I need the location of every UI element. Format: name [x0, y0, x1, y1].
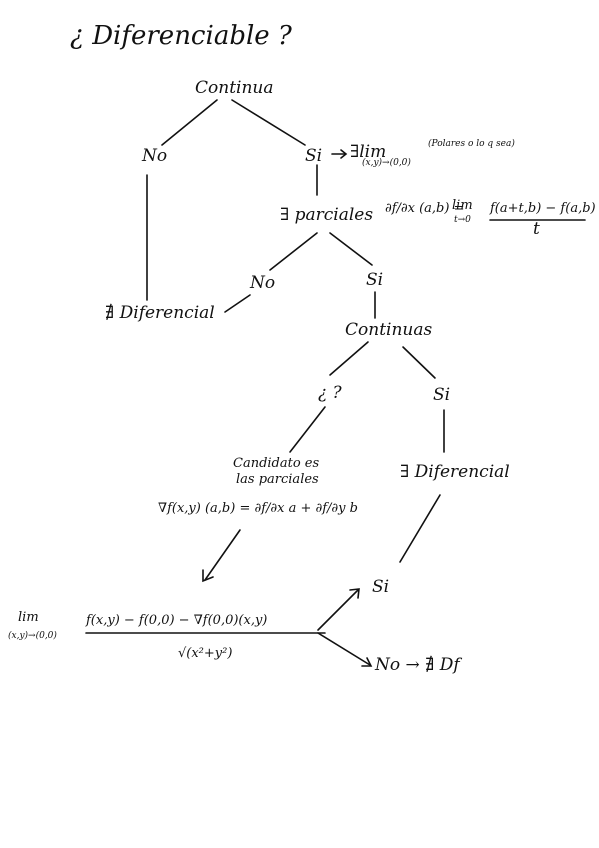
node-continuas: Continuas — [345, 320, 432, 340]
node-polar-note: (Polares o lo q sea) — [428, 138, 515, 149]
node-limit-polar: ∃lim — [350, 142, 386, 162]
node-question: ¿ ? — [318, 383, 343, 403]
edge-limit-to-no — [317, 632, 371, 666]
edge-partials-si — [329, 232, 373, 266]
node-limit-polar-sub: (x,y)→(0,0) — [362, 157, 411, 168]
partial-formula-left: ∂f/∂x (a,b) = — [385, 201, 464, 216]
final-limit-lim: lim — [18, 610, 39, 625]
node-gradient-formula: ∇f(x,y) (a,b) = ∂f/∂x a + ∂f/∂y b — [158, 501, 358, 516]
node-candidate-line2: las parciales — [236, 472, 319, 487]
arrowhead-gradient — [202, 569, 214, 583]
edge-continua-no — [161, 99, 218, 146]
arrowhead-no — [361, 657, 373, 667]
node-si-right: Si — [433, 385, 450, 405]
edge-question-candidate — [289, 406, 326, 453]
node-continua: Continua — [195, 78, 274, 98]
partial-formula-numerator: f(a+t,b) − f(a,b) — [489, 201, 596, 216]
node-no-bottom: No → ∄ Df — [374, 655, 462, 675]
node-candidate-line1: Candidato es — [233, 456, 319, 471]
final-limit-denominator: √(x²+y²) — [178, 646, 232, 661]
edge-gradient-to-limit — [204, 529, 241, 581]
arrowhead-limit — [340, 149, 348, 159]
edge-continuas-question — [329, 341, 369, 376]
node-si-bottom: Si — [372, 577, 389, 597]
node-no-mid: No — [249, 273, 275, 293]
node-no-top: No — [141, 146, 167, 166]
node-not-differentiable: ∄ Diferencial — [105, 303, 215, 323]
edge-limit-to-si — [317, 589, 359, 631]
edge-continua-si — [231, 99, 306, 146]
node-exists-diferencial: ∃ Diferencial — [400, 462, 510, 482]
page-title: ¿ Diferenciable ? — [70, 21, 293, 51]
partial-formula-denominator: t — [533, 219, 540, 239]
edge-exists-diferencial-to-si — [399, 494, 441, 563]
final-limit-numerator: f(x,y) − f(0,0) − ∇f(0,0)(x,y) — [85, 613, 267, 628]
partial-formula-lim-sub: t→0 — [454, 215, 471, 225]
partial-formula-lim: lim — [452, 198, 473, 213]
node-si-mid: Si — [366, 270, 383, 290]
node-si-top: Si — [305, 146, 322, 166]
edge-no-to-not-differentiable-2 — [224, 294, 251, 313]
final-limit-sub: (x,y)→(0,0) — [8, 630, 57, 641]
edge-continuas-si — [402, 346, 436, 379]
node-exists-partials: ∃ parciales — [280, 205, 373, 225]
arrowhead-si — [349, 588, 360, 599]
tree-edges — [85, 99, 586, 667]
edge-partials-no — [269, 232, 318, 271]
